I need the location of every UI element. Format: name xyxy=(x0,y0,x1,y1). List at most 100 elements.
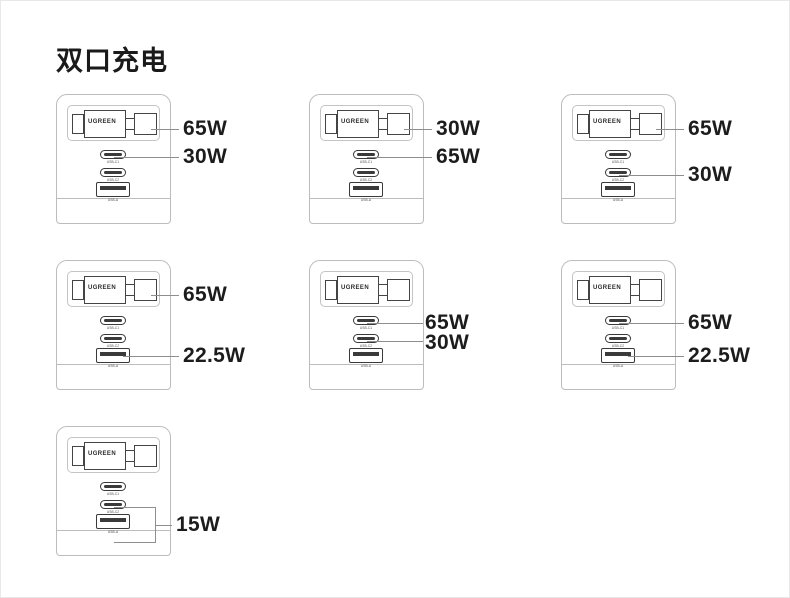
port-usb-c2-icon xyxy=(605,168,631,177)
callout-line-2b xyxy=(367,157,432,158)
callout-label-1a: 65W xyxy=(183,117,228,140)
brand-logo: UGREEN xyxy=(88,119,117,125)
callout-label-2b: 65W xyxy=(436,145,481,168)
port-usb-a-label: USB-A xyxy=(612,364,624,368)
charger-diagram-2: UGREEN USB-C1 USB-C2 USB-A xyxy=(309,94,424,224)
plug-prongs: UGREEN xyxy=(72,442,157,470)
callout-label-6b: 22.5W xyxy=(688,344,751,367)
port-usb-c2-label: USB-C2 xyxy=(106,344,120,348)
port-usb-c2-icon xyxy=(100,500,126,509)
prong-left-icon xyxy=(577,280,589,300)
port-usb-a-icon xyxy=(96,348,130,363)
port-usb-a-icon xyxy=(96,182,130,197)
port-usb-c1-label: USB-C1 xyxy=(106,326,120,330)
plug-module: UGREEN xyxy=(320,271,413,307)
body-divider xyxy=(56,198,171,199)
callout-label-5a: 65W xyxy=(425,311,470,334)
plug-prongs: UGREEN xyxy=(325,110,410,138)
prong-right-icon xyxy=(134,113,157,135)
plug-prongs: UGREEN xyxy=(72,276,157,304)
prong-left-icon xyxy=(325,280,337,300)
port-usb-c2-icon xyxy=(100,168,126,177)
body-divider xyxy=(561,364,676,365)
prong-right-icon xyxy=(387,279,410,301)
page-title: 双口充电 xyxy=(56,46,168,76)
port-usb-c1-icon xyxy=(605,150,631,159)
prong-link-icon xyxy=(126,118,134,130)
port-usb-a-icon xyxy=(601,182,635,197)
callout-line-6a xyxy=(619,323,684,324)
port-usb-c2-icon xyxy=(100,334,126,343)
port-usb-c1-icon xyxy=(100,482,126,491)
callout-label-5b: 30W xyxy=(425,331,470,354)
prong-link-icon xyxy=(126,450,134,462)
plug-module: UGREEN xyxy=(572,105,665,141)
port-usb-a-icon xyxy=(349,182,383,197)
callout-label-3b: 30W xyxy=(688,163,733,186)
prong-right-icon xyxy=(134,279,157,301)
prong-link-icon xyxy=(631,118,639,130)
plug-module: UGREEN xyxy=(67,105,160,141)
port-usb-c1-label: USB-C1 xyxy=(611,160,625,164)
port-usb-c1-icon xyxy=(605,316,631,325)
body-divider xyxy=(309,364,424,365)
port-usb-c2-label: USB-C2 xyxy=(359,344,373,348)
prong-left-icon xyxy=(577,114,589,134)
port-usb-c1-icon xyxy=(353,150,379,159)
port-usb-a-label: USB-A xyxy=(360,198,372,202)
callout-line-6b xyxy=(628,356,684,357)
port-usb-c2-icon xyxy=(353,168,379,177)
callout-line-4a xyxy=(151,295,179,296)
brand-logo: UGREEN xyxy=(593,119,622,125)
callout-label-1b: 30W xyxy=(183,145,228,168)
prong-left-icon xyxy=(72,280,84,300)
port-usb-c2-label: USB-C2 xyxy=(611,344,625,348)
port-usb-a-icon xyxy=(96,514,130,529)
plug-prongs: UGREEN xyxy=(577,276,662,304)
body-divider xyxy=(561,198,676,199)
prong-link-icon xyxy=(631,284,639,296)
port-usb-c2-label: USB-C2 xyxy=(359,178,373,182)
callout-label-7: 15W xyxy=(176,513,221,536)
prong-left-icon xyxy=(72,114,84,134)
callout-line-1a xyxy=(151,129,179,130)
prong-left-icon xyxy=(72,446,84,466)
callout-line-2a xyxy=(404,129,432,130)
brand-logo: UGREEN xyxy=(88,285,117,291)
callout-line-1b xyxy=(114,157,179,158)
port-usb-a-label: USB-A xyxy=(612,198,624,202)
prong-right-icon xyxy=(387,113,410,135)
callout-label-2a: 30W xyxy=(436,117,481,140)
callout-line-7 xyxy=(156,525,172,526)
brand-logo: UGREEN xyxy=(341,285,370,291)
prong-middle-icon xyxy=(84,442,126,470)
plug-prongs: UGREEN xyxy=(577,110,662,138)
charger-diagram-1: UGREEN USB-C1 USB-C2 USB-A xyxy=(56,94,171,224)
charger-diagram-6: UGREEN USB-C1 USB-C2 USB-A xyxy=(561,260,676,390)
plug-module: UGREEN xyxy=(67,271,160,307)
charger-diagram-7: UGREEN USB-C1 USB-C2 USB-A xyxy=(56,426,171,556)
charger-diagram-4: UGREEN USB-C1 USB-C2 USB-A xyxy=(56,260,171,390)
plug-module: UGREEN xyxy=(67,437,160,473)
charger-diagram-3: UGREEN USB-C1 USB-C2 USB-A xyxy=(561,94,676,224)
prong-link-icon xyxy=(379,284,387,296)
port-usb-c2-label: USB-C2 xyxy=(106,178,120,182)
plug-module: UGREEN xyxy=(320,105,413,141)
plug-prongs: UGREEN xyxy=(325,276,410,304)
port-usb-a-label: USB-A xyxy=(107,364,119,368)
body-divider xyxy=(56,364,171,365)
port-usb-c2-icon xyxy=(605,334,631,343)
body-divider xyxy=(309,198,424,199)
callout-line-3b xyxy=(619,175,684,176)
charger-diagram-5: UGREEN USB-C1 USB-C2 USB-A xyxy=(309,260,424,390)
port-usb-c1-label: USB-C1 xyxy=(106,492,120,496)
port-usb-a-label: USB-A xyxy=(360,364,372,368)
port-usb-c1-label: USB-C1 xyxy=(106,160,120,164)
prong-right-icon xyxy=(639,113,662,135)
port-usb-a-icon xyxy=(601,348,635,363)
plug-prongs: UGREEN xyxy=(72,110,157,138)
callout-label-6a: 65W xyxy=(688,311,733,334)
port-usb-c1-icon xyxy=(100,316,126,325)
port-usb-c1-label: USB-C1 xyxy=(611,326,625,330)
body-divider xyxy=(56,530,171,531)
